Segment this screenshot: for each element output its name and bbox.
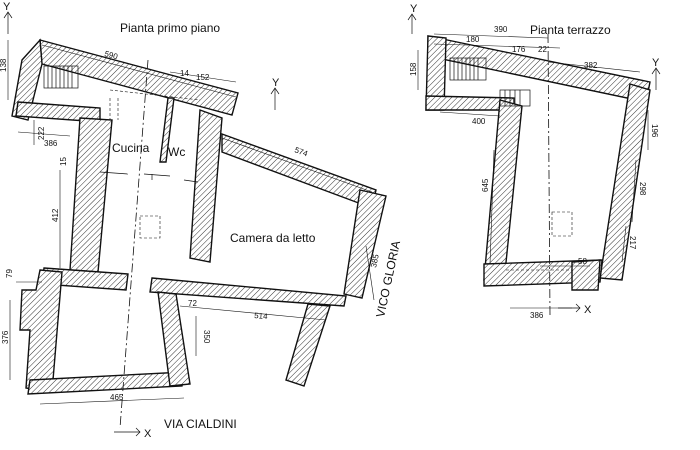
- terrace-wall-east: [599, 83, 651, 281]
- wall-bedroom-south: [149, 277, 347, 307]
- dim-79: 79: [5, 269, 14, 278]
- dim-138: 138: [0, 58, 8, 72]
- room-label-bedroom: Camera da letto: [230, 231, 316, 245]
- dim-t-298: 298: [638, 182, 647, 196]
- dim-386: 386: [44, 139, 58, 148]
- section-line-x: [119, 59, 149, 429]
- dim-574: 574: [293, 145, 309, 158]
- axis-y-marker-left: [3, 11, 13, 34]
- wall-street-east: [285, 303, 331, 387]
- dim-465: 465: [110, 393, 124, 402]
- first-floor-plan: [3, 11, 387, 437]
- terrace-wall-south-right: [571, 259, 601, 291]
- street-label-cialdini: VIA CIALDINI: [164, 417, 237, 431]
- dim-15: 15: [59, 157, 68, 166]
- dim-t-382: 382: [584, 61, 598, 70]
- wall-south: [27, 371, 185, 395]
- title-terrace: Pianta terrazzo: [530, 23, 611, 37]
- dim-412: 412: [51, 208, 60, 222]
- wall-west-upper: [11, 38, 43, 121]
- wall-west-lower-right: [157, 291, 191, 387]
- wall-wc-east: [189, 109, 223, 263]
- dim-350: 350: [202, 330, 211, 344]
- dim-t-217: 217: [628, 236, 637, 250]
- dim-385: 385: [369, 253, 381, 268]
- dim-222: 222: [37, 126, 46, 140]
- wall-kitchen-west: [69, 117, 113, 273]
- axis-label-y-mid: Y: [272, 77, 280, 89]
- room-label-wc: Wc: [168, 145, 185, 159]
- dim-152: 152: [196, 73, 210, 82]
- dim-t-645: 645: [481, 178, 490, 192]
- dim-t-386: 386: [530, 311, 544, 320]
- dim-t-180: 180: [466, 35, 480, 44]
- wall-kitchen-wc: [159, 97, 175, 163]
- dim-514: 514: [254, 311, 269, 321]
- staircase: [43, 65, 79, 89]
- dim-14: 14: [180, 69, 189, 78]
- axis-label-y-terrace-right: Y: [652, 57, 660, 69]
- dim-t-196: 196: [650, 124, 659, 138]
- axis-y-marker-terrace: [407, 13, 417, 34]
- axis-label-x-terrace: X: [584, 304, 592, 316]
- wall-west-lower: [19, 269, 63, 393]
- dim-t-58: 58: [578, 257, 587, 266]
- street-label-gloria: VICO GLORIA: [373, 239, 403, 318]
- room-label-kitchen: Cucina: [112, 141, 150, 155]
- dim-t-400: 400: [472, 117, 486, 126]
- wall-bedroom-north: [221, 133, 377, 209]
- title-first-floor: Pianta primo piano: [120, 21, 220, 35]
- axis-label-y-left: Y: [3, 1, 11, 13]
- wall-bedroom-east: [343, 189, 387, 299]
- dim-t-22: 22: [538, 45, 547, 54]
- axis-label-y-terrace: Y: [410, 3, 418, 15]
- dim-t-176: 176: [512, 45, 526, 54]
- dim-t-158: 158: [409, 62, 418, 76]
- axis-y-marker-terrace-right: [651, 67, 661, 90]
- terrace-plan: [407, 13, 661, 317]
- dim-72: 72: [188, 299, 197, 308]
- dim-376: 376: [1, 330, 10, 344]
- terrace-section-line-x: [547, 33, 551, 317]
- terrace-staircase: [449, 57, 531, 107]
- axis-y-marker-mid: [270, 87, 280, 110]
- dim-590: 590: [103, 49, 119, 61]
- dim-t-390: 390: [494, 25, 508, 34]
- axis-label-x-section: X: [144, 428, 152, 440]
